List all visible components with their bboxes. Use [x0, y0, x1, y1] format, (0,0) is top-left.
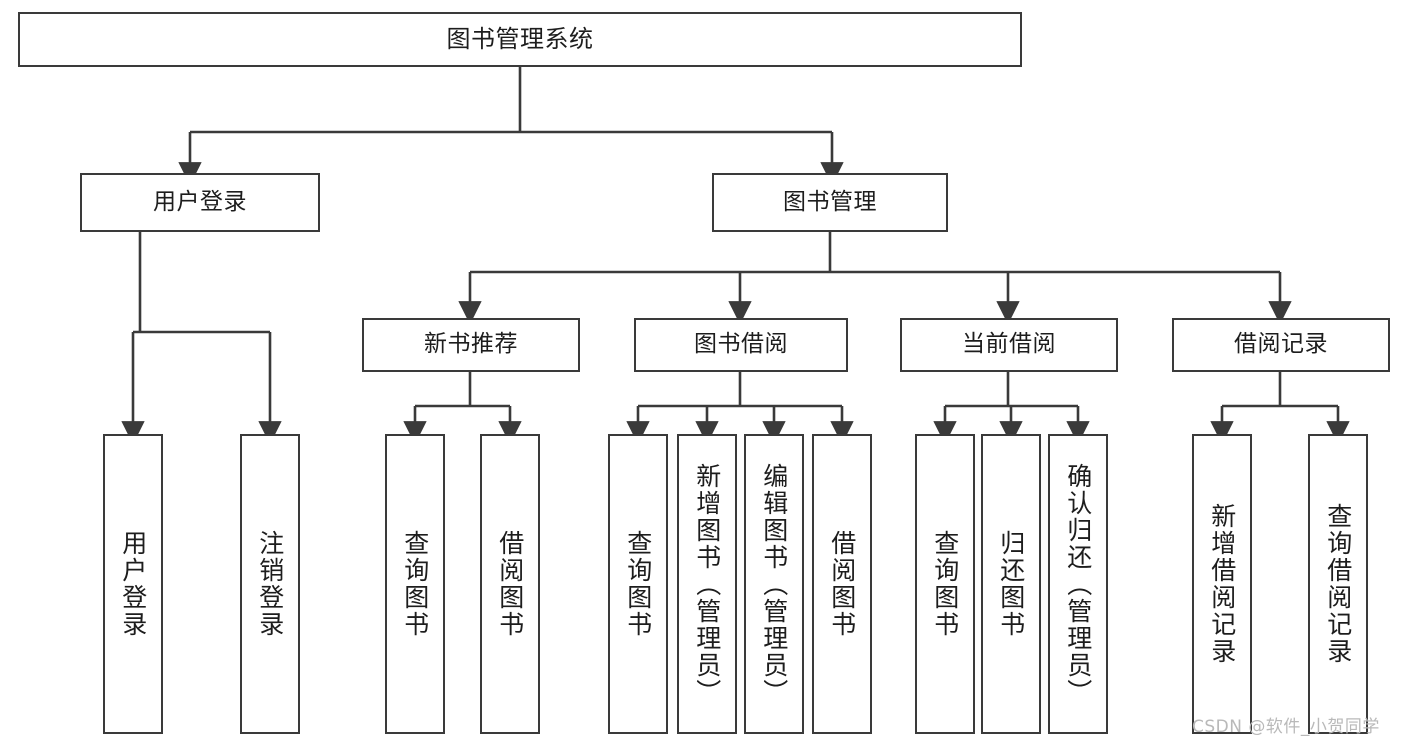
node-user-login[interactable]: 用户登录: [80, 173, 320, 232]
leaf-borrow-book-borrow-label: 借阅图书: [827, 530, 857, 638]
leaf-borrow-book-newbook-label: 借阅图书: [495, 530, 525, 638]
leaf-query-book-borrow-label: 查询图书: [623, 530, 653, 638]
node-user-login-label: 用户登录: [153, 188, 247, 215]
leaf-query-borrow-record[interactable]: 查询借阅记录: [1308, 434, 1368, 734]
leaf-add-book-admin-label: 新增图书（管理员）: [692, 462, 722, 706]
leaf-borrow-book-borrow[interactable]: 借阅图书: [812, 434, 872, 734]
node-book-borrow[interactable]: 图书借阅: [634, 318, 848, 372]
node-book-management[interactable]: 图书管理: [712, 173, 948, 232]
node-book-management-label: 图书管理: [783, 188, 877, 215]
node-new-book-recommend[interactable]: 新书推荐: [362, 318, 580, 372]
leaf-confirm-return-admin[interactable]: 确认归还（管理员）: [1048, 434, 1108, 734]
leaf-add-book-admin[interactable]: 新增图书（管理员）: [677, 434, 737, 734]
leaf-query-book-newbook-label: 查询图书: [400, 530, 430, 638]
leaf-borrow-book-newbook[interactable]: 借阅图书: [480, 434, 540, 734]
csdn-watermark: CSDN @软件_小贺同学: [1192, 717, 1380, 737]
leaf-confirm-return-admin-label: 确认归还（管理员）: [1063, 462, 1093, 706]
node-borrow-record[interactable]: 借阅记录: [1172, 318, 1390, 372]
leaf-query-book-borrow[interactable]: 查询图书: [608, 434, 668, 734]
leaf-user-login-label: 用户登录: [118, 530, 148, 638]
leaf-logout-label: 注销登录: [255, 530, 285, 638]
node-new-book-recommend-label: 新书推荐: [424, 331, 518, 358]
leaf-query-book-newbook[interactable]: 查询图书: [385, 434, 445, 734]
leaf-add-borrow-record-label: 新增借阅记录: [1207, 503, 1237, 665]
node-current-borrow-label: 当前借阅: [962, 331, 1056, 358]
node-root[interactable]: 图书管理系统: [18, 12, 1022, 67]
leaf-user-login[interactable]: 用户登录: [103, 434, 163, 734]
leaf-return-book[interactable]: 归还图书: [981, 434, 1041, 734]
leaf-query-book-current-label: 查询图书: [930, 530, 960, 638]
node-current-borrow[interactable]: 当前借阅: [900, 318, 1118, 372]
leaf-edit-book-admin[interactable]: 编辑图书（管理员）: [744, 434, 804, 734]
node-borrow-record-label: 借阅记录: [1234, 331, 1328, 358]
node-root-label: 图书管理系统: [446, 25, 594, 54]
leaf-query-book-current[interactable]: 查询图书: [915, 434, 975, 734]
leaf-add-borrow-record[interactable]: 新增借阅记录: [1192, 434, 1252, 734]
leaf-return-book-label: 归还图书: [996, 530, 1026, 638]
node-book-borrow-label: 图书借阅: [694, 331, 788, 358]
leaf-query-borrow-record-label: 查询借阅记录: [1323, 503, 1353, 665]
leaf-logout[interactable]: 注销登录: [240, 434, 300, 734]
leaf-edit-book-admin-label: 编辑图书（管理员）: [759, 462, 789, 706]
